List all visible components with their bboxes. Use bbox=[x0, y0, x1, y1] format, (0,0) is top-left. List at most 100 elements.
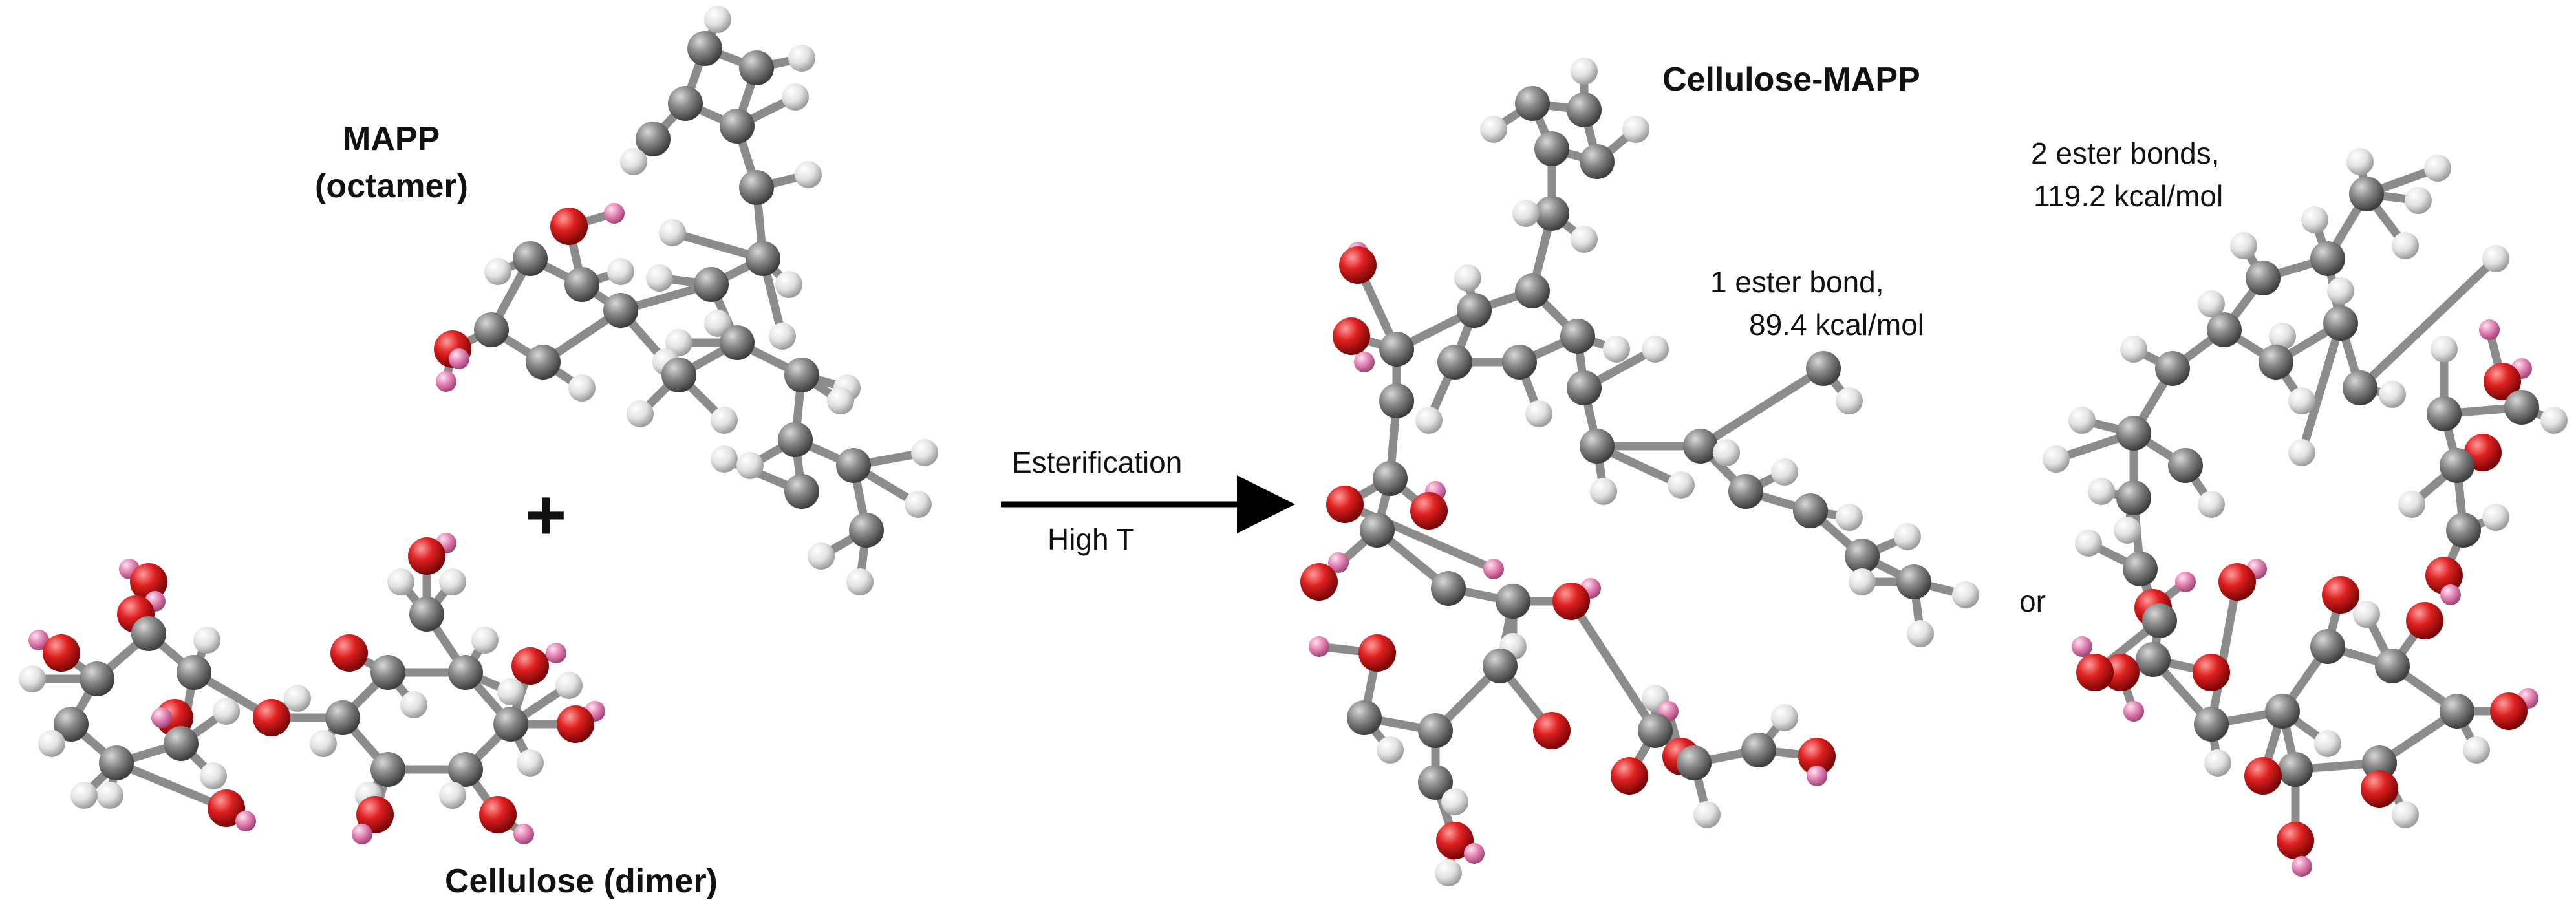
hydrogen-atom bbox=[200, 762, 227, 789]
oxygen-atom bbox=[2244, 757, 2282, 795]
bond bbox=[2356, 254, 2500, 392]
carbon-atom bbox=[720, 109, 755, 144]
hydrogen-atom bbox=[400, 691, 427, 718]
bond bbox=[2207, 577, 2242, 729]
hydrogen-atom bbox=[1377, 736, 1404, 764]
hydrogen-atom bbox=[2114, 517, 2141, 544]
carbon-atom bbox=[1793, 493, 1828, 528]
carbon-atom bbox=[1496, 584, 1530, 619]
hydrogen-atom bbox=[2288, 439, 2315, 466]
carbon-atom bbox=[526, 345, 561, 380]
hydrogen-atom bbox=[1907, 620, 1934, 647]
oxygen-atom bbox=[43, 634, 80, 672]
oxygen-atom bbox=[2322, 576, 2359, 614]
carbon-atom bbox=[1728, 474, 1763, 509]
hydrogen-atom bbox=[1771, 458, 1798, 486]
carbon-atom bbox=[2142, 603, 2177, 638]
carbon-atom bbox=[739, 170, 774, 205]
hydrogen-atom bbox=[1480, 116, 1507, 143]
hydrogen-atom bbox=[2482, 504, 2509, 531]
hydrogen-atom bbox=[1512, 200, 1540, 227]
oxygen-atom bbox=[2406, 602, 2443, 639]
carbon-atom bbox=[448, 752, 483, 787]
oxygen-atom bbox=[2218, 563, 2256, 601]
carbon-atom bbox=[1360, 513, 1395, 548]
mapp-label-size: (octamer) bbox=[315, 167, 468, 205]
carbon-atom bbox=[1638, 713, 1673, 748]
hydrogen-atom bbox=[659, 219, 686, 246]
hydrogen-atom bbox=[284, 685, 311, 712]
hydrogen-atom bbox=[568, 374, 596, 402]
hydrogen-atom bbox=[2314, 730, 2341, 757]
oxygen-atom bbox=[356, 796, 394, 833]
carbon-atom bbox=[1580, 429, 1615, 464]
carbon-atom bbox=[849, 513, 884, 548]
hydroxyl-hydrogen-atom bbox=[1328, 552, 1349, 573]
hydroxyl-hydrogen-atom bbox=[1354, 352, 1375, 372]
oxygen-atom bbox=[1333, 317, 1370, 355]
hydrogen-atom bbox=[2540, 407, 2568, 434]
carbon-atom bbox=[1534, 131, 1569, 166]
hydrogen-atom bbox=[711, 445, 738, 473]
carbon-atom bbox=[603, 293, 638, 328]
hydrogen-atom bbox=[1603, 336, 1630, 363]
hydrogen-atom bbox=[2424, 155, 2451, 182]
carbon-atom bbox=[2259, 345, 2293, 380]
hydroxyl-hydrogen-atom bbox=[1807, 766, 1827, 786]
hydroxyl-hydrogen-atom bbox=[2123, 701, 2144, 722]
hydrogen-atom bbox=[905, 491, 932, 518]
cellulose-dimer-label: Cellulose (dimer) bbox=[445, 863, 718, 900]
carbon-atom bbox=[370, 752, 405, 787]
carbon-atom bbox=[739, 50, 774, 85]
carbon-atom bbox=[2440, 694, 2474, 729]
hydroxyl-hydrogen-atom bbox=[1309, 636, 1329, 657]
oxygen-atom bbox=[330, 634, 368, 672]
hydrogen-atom bbox=[2301, 206, 2328, 233]
hydroxyl-hydrogen-atom bbox=[604, 203, 625, 224]
hydrogen-atom bbox=[704, 6, 731, 33]
oxygen-atom bbox=[130, 563, 167, 601]
carbon-atom bbox=[1677, 745, 1712, 780]
hydrogen-atom bbox=[1693, 801, 1721, 828]
oxygen-atom bbox=[2102, 654, 2140, 691]
oxygen-atom bbox=[1533, 712, 1571, 749]
carbon-atom bbox=[99, 745, 134, 780]
two-ester-bonds-label: 2 ester bonds, bbox=[2031, 136, 2220, 170]
hydrogen-atom bbox=[2392, 801, 2419, 828]
hydroxyl-hydrogen-atom bbox=[1464, 843, 1485, 864]
cellulose-dimer-molecule bbox=[19, 533, 605, 844]
carbon-atom bbox=[1373, 461, 1408, 496]
carbon-atom bbox=[1502, 345, 1537, 380]
hydrogen-atom bbox=[439, 782, 466, 809]
oxygen-atom bbox=[479, 796, 517, 833]
hydroxyl-hydrogen-atom bbox=[235, 811, 256, 831]
bond bbox=[112, 758, 231, 813]
carbon-atom bbox=[784, 358, 819, 392]
esterification-label: Esterification bbox=[1012, 445, 1183, 479]
hydrogen-atom bbox=[2204, 749, 2231, 777]
carbon-atom bbox=[370, 655, 405, 690]
hydrogen-atom bbox=[1771, 704, 1798, 731]
hydrogen-atom bbox=[775, 271, 802, 298]
carbon-atom bbox=[1515, 86, 1550, 121]
carbon-atom bbox=[2246, 261, 2281, 295]
carbon-atom bbox=[1896, 564, 1931, 599]
hydrogen-atom bbox=[627, 400, 654, 427]
carbon-atom bbox=[661, 358, 696, 392]
carbon-atom bbox=[2446, 513, 2481, 548]
hydrogen-atom bbox=[2405, 187, 2432, 214]
hydrogen-atom bbox=[1454, 264, 1481, 292]
oxygen-atom bbox=[1611, 757, 1648, 795]
hydrogen-atom bbox=[827, 387, 854, 414]
carbon-atom bbox=[2504, 390, 2539, 425]
hydrogen-atom bbox=[310, 730, 337, 757]
hydrogen-atom bbox=[795, 161, 822, 188]
carbon-atom bbox=[474, 312, 509, 347]
hydrogen-atom bbox=[2288, 387, 2315, 414]
carbon-atom bbox=[1515, 273, 1550, 308]
carbon-atom bbox=[784, 474, 819, 509]
oxygen-atom bbox=[1436, 822, 1474, 859]
carbon-atom bbox=[2440, 448, 2474, 483]
hydrogen-atom bbox=[2392, 232, 2419, 259]
